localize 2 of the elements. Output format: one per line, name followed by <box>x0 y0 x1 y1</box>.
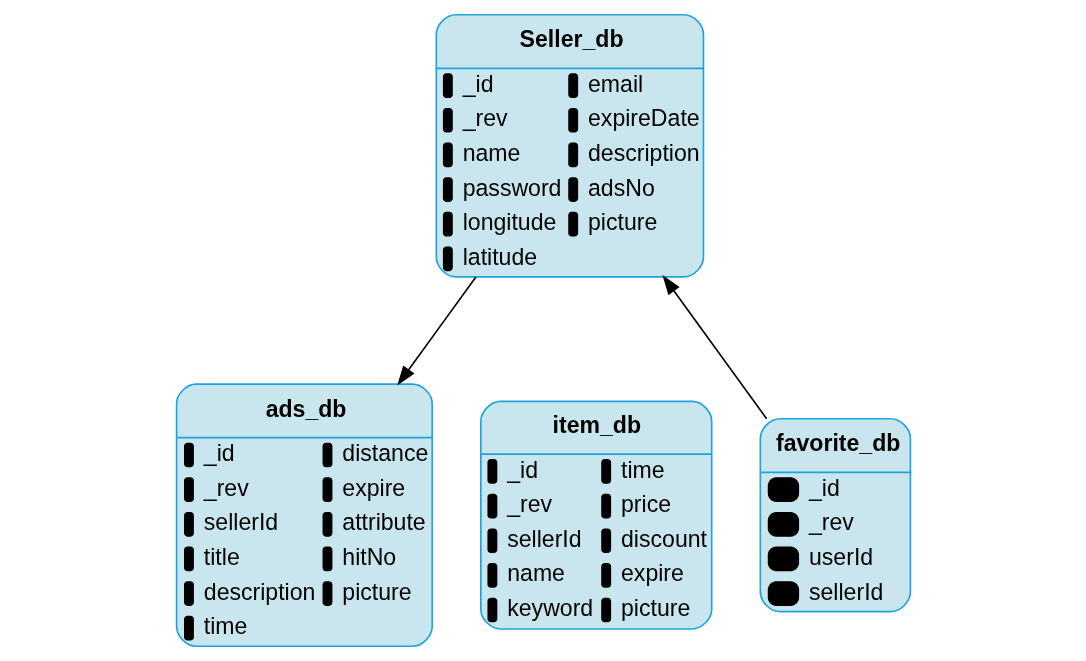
arrow <box>661 275 767 420</box>
arrow <box>396 276 477 386</box>
